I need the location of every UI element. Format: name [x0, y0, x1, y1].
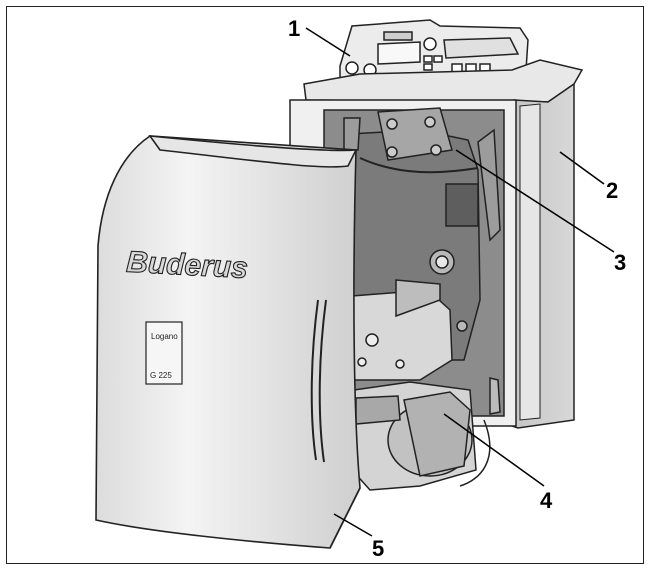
leader-4	[443, 413, 545, 487]
control-unit	[339, 19, 529, 91]
leader-3	[455, 149, 615, 253]
callout-2: 2	[606, 178, 619, 203]
leader-1	[305, 27, 351, 57]
heat-exchanger	[341, 107, 501, 361]
front-door	[95, 135, 361, 549]
leader-5	[333, 513, 373, 537]
burner	[349, 279, 501, 491]
figure-frame	[6, 6, 644, 564]
nameplate-top-text: Logano	[151, 332, 178, 341]
leader-2	[559, 151, 605, 185]
callout-4: 4	[540, 488, 553, 513]
nameplate	[145, 321, 183, 385]
nameplate-bottom-text: G 225	[150, 371, 172, 380]
callout-5: 5	[372, 536, 385, 561]
leader-lines	[305, 27, 615, 537]
callout-3: 3	[614, 250, 627, 275]
brand-text: Buderus	[125, 246, 248, 285]
callout-1: 1	[288, 16, 301, 41]
